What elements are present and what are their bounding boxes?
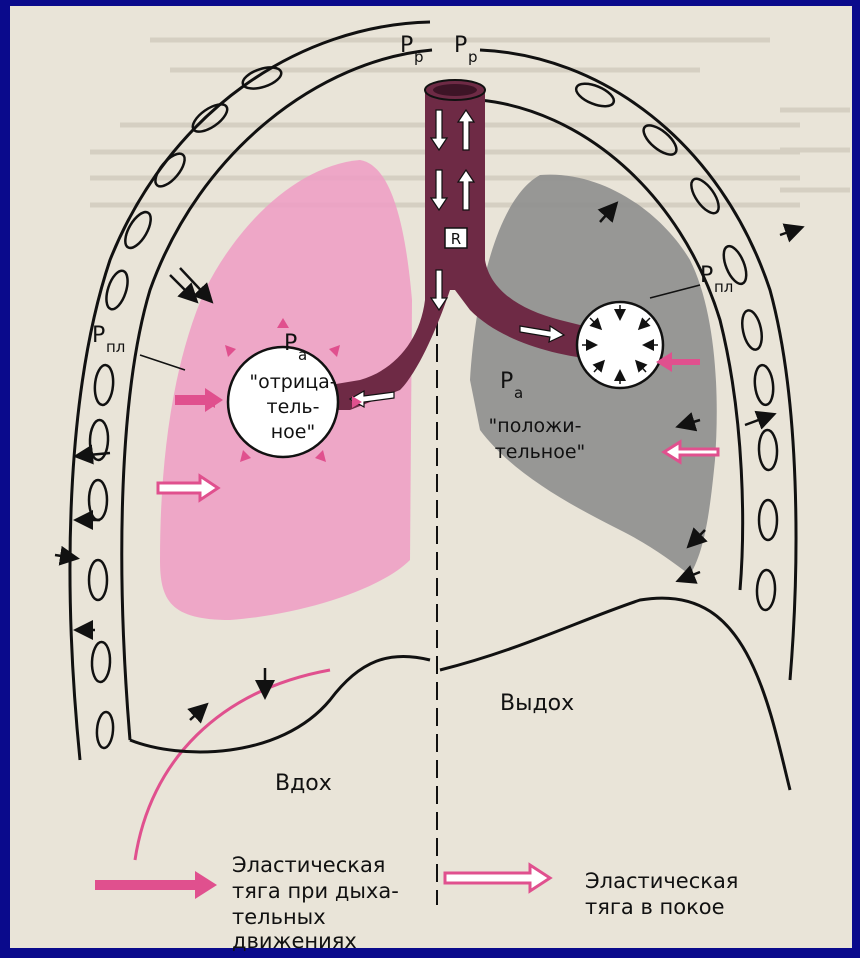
p-r-left-label: P [400,33,413,58]
legend-breathing-2: тяга при дыха- [232,879,399,903]
p-pl-left-sub: пл [106,338,125,356]
exhale-label: Выдох [500,691,574,716]
negative-label-3: ное" [271,421,315,443]
p-a-left-label: P [284,331,297,356]
positive-label-2: тельное" [495,441,586,463]
negative-label-2: тель- [267,396,320,418]
p-pl-right-sub: пл [714,278,733,296]
r-box-label: R [451,230,461,248]
p-pl-right-label: P [700,263,713,288]
inhale-label: Вдох [275,771,332,796]
p-r-left-sub: р [414,48,424,66]
p-a-right-label: P [500,369,513,394]
p-a-right-sub: а [514,384,523,402]
legend-rest-2: тяга в покое [585,895,725,919]
p-r-right-sub: р [468,48,478,66]
legend-rest-1: Эластическая [585,869,738,893]
p-a-left-sub: а [298,346,307,364]
legend-breathing-4: движениях [232,929,357,953]
legend-breathing-1: Эластическая [232,853,385,877]
p-r-right-label: P [454,33,467,58]
positive-label-1: "положи- [489,415,582,437]
legend-breathing-3: тельных [232,905,326,929]
negative-label-1: "отрица- [249,371,336,393]
p-pl-left-label: P [92,323,105,348]
